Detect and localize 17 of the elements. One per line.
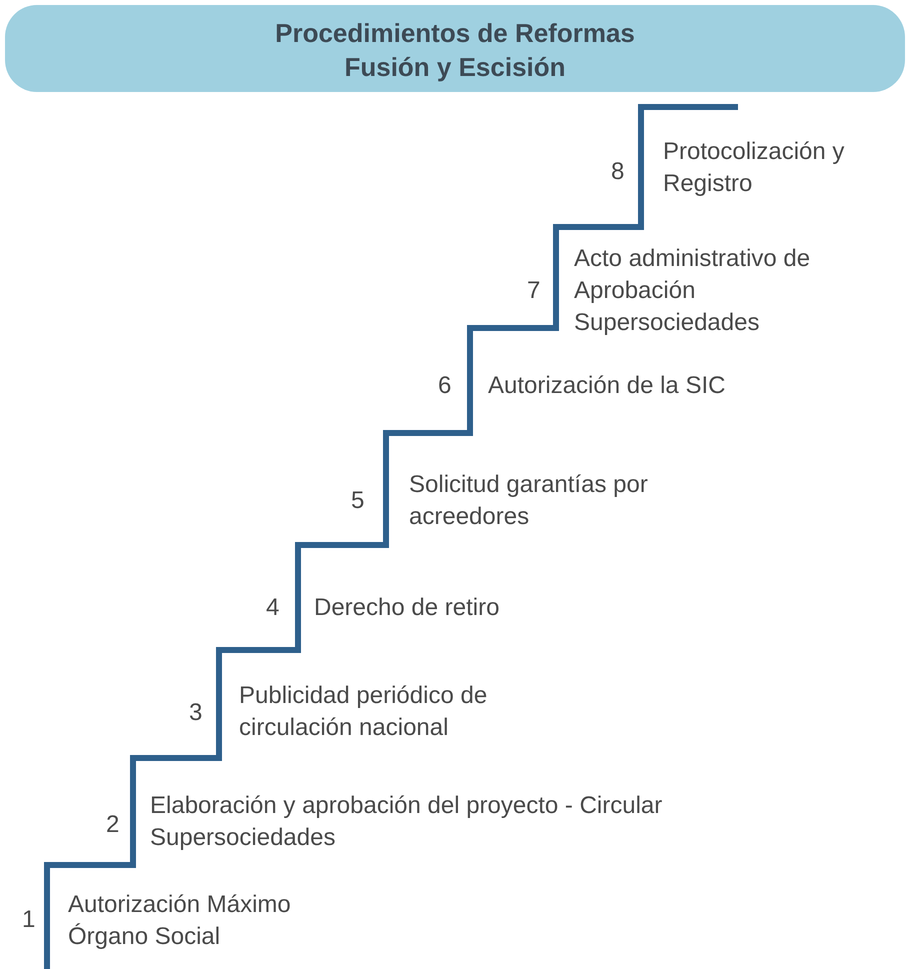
step-label: Publicidad periódico de circulación nacional [239, 681, 488, 743]
step-number: 4 [266, 593, 280, 623]
step-number: 6 [438, 371, 452, 401]
step-number: 5 [351, 486, 364, 516]
title: Procedimientos de Reformas Fusión y Escisión [274, 17, 636, 84]
step-label: Solicitud garantías por acreedores [409, 470, 649, 532]
step-label: Autorización Máximo Órgano Social [68, 890, 292, 952]
step-label: Derecho de retiro [314, 593, 500, 623]
step-number: 1 [22, 905, 36, 935]
step-label: Autorización de la SIC [488, 371, 726, 401]
step-label: Elaboración y aprobación del proyecto - Circular Supersociedades [150, 791, 664, 853]
step-number: 8 [611, 157, 624, 187]
step-number: 3 [189, 698, 202, 728]
step-label: Acto administrativo de Aprobación Supersociedades [574, 244, 812, 338]
step-label: Protocolización y Registro [663, 137, 846, 199]
step-number: 7 [527, 276, 540, 306]
step-number: 2 [106, 810, 120, 840]
